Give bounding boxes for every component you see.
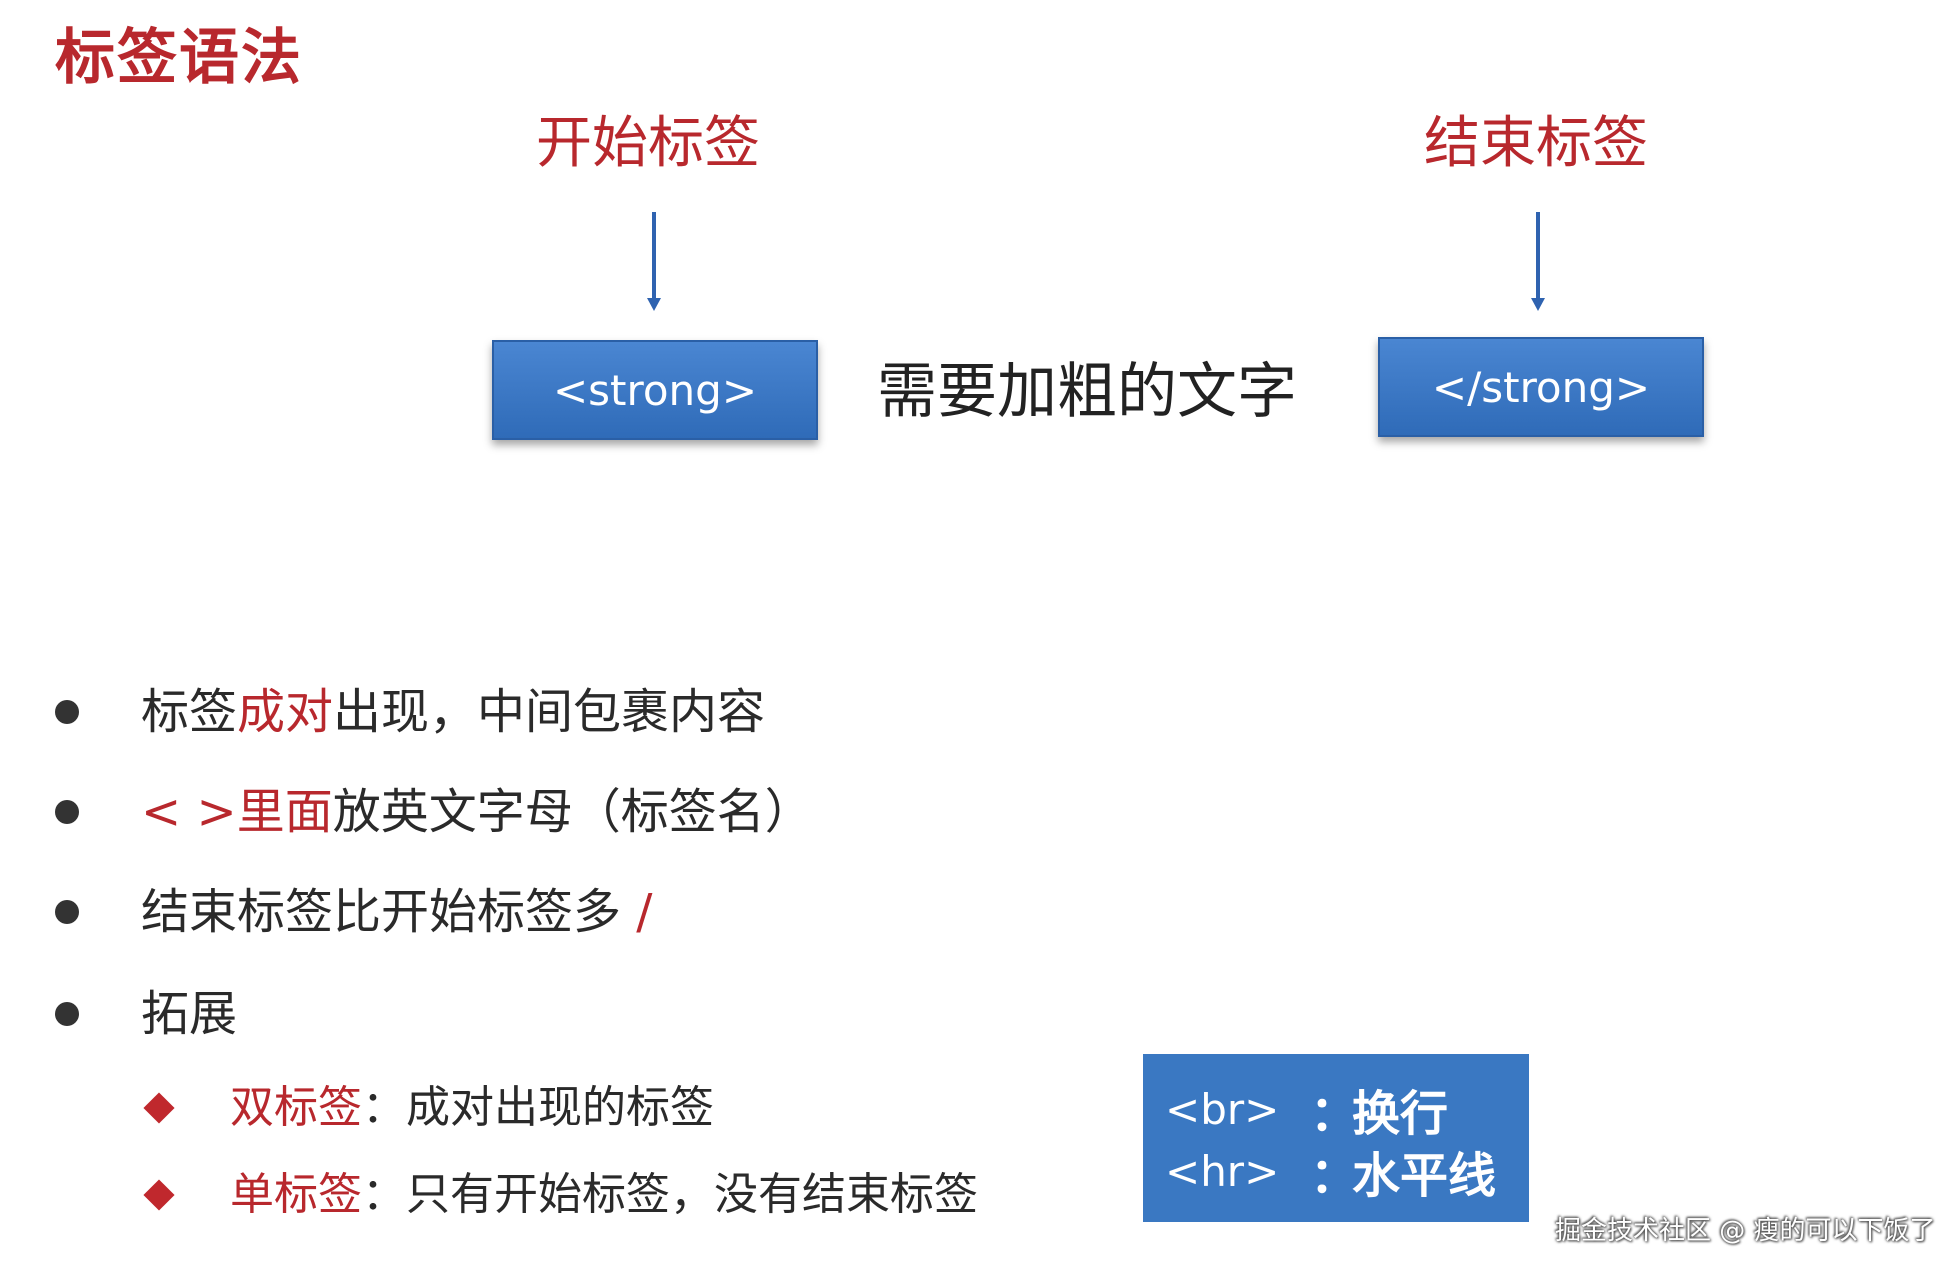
bullet-item: 拓展 (55, 990, 237, 1038)
down-arrow-icon (1531, 212, 1545, 311)
hr-tag: <hr> (1165, 1146, 1280, 1196)
single-tag-examples-box: <br> ： 换行 <hr> ： 水平线 (1143, 1054, 1529, 1222)
bullet-item: 标签成对出现，中间包裹内容 (55, 688, 765, 736)
bullet-dot-icon (55, 900, 79, 924)
bullet-highlight: / (636, 884, 653, 940)
bullet-item: 结束标签比开始标签多 / (55, 888, 652, 936)
slide-title: 标签语法 (55, 23, 303, 93)
bullet-item: < >里面放英文字母（标签名） (55, 788, 813, 836)
sub-bullet-text: ：只有开始标签，没有结束标签 (362, 1169, 978, 1220)
content-text: 需要加粗的文字 (877, 357, 1297, 427)
hr-description: 水平线 (1352, 1148, 1497, 1204)
bullet-dot-icon (55, 800, 79, 824)
close-tag-caption: 结束标签 (1424, 111, 1648, 176)
hr-example: <hr> ： 水平线 (1165, 1140, 1507, 1205)
sub-bullet-highlight: 双标签 (230, 1082, 362, 1133)
bullet-text: 放英文字母（标签名） (332, 784, 813, 840)
colon: ： (1310, 1086, 1359, 1142)
diamond-bullet-icon (143, 1179, 175, 1211)
bullet-text: 结束标签比开始标签多 (141, 884, 637, 940)
sub-bullet-highlight: 单标签 (230, 1169, 362, 1220)
bullet-dot-icon (55, 1002, 79, 1026)
bullet-text: 标签 (141, 684, 238, 740)
bullet-highlight: < >里面 (141, 784, 333, 840)
close-tag-box: </strong> (1378, 337, 1704, 437)
open-tag-box: <strong> (492, 340, 818, 440)
bullet-text: 拓展 (141, 986, 238, 1042)
sub-bullet-text: ：成对出现的标签 (362, 1082, 714, 1133)
bullet-highlight: 成对 (237, 684, 334, 740)
sub-bullet-item: 单标签：只有开始标签，没有结束标签 (143, 1169, 978, 1220)
br-description: 换行 (1352, 1086, 1449, 1142)
br-example: <br> ： 换行 (1165, 1078, 1507, 1143)
colon: ： (1310, 1148, 1359, 1204)
open-tag-caption: 开始标签 (536, 111, 760, 176)
diamond-bullet-icon (143, 1092, 175, 1124)
down-arrow-icon (647, 212, 661, 311)
bullet-text: 出现，中间包裹内容 (333, 684, 766, 740)
sub-bullet-item: 双标签：成对出现的标签 (143, 1082, 714, 1133)
watermark: 掘金技术社区 @ 瘦的可以下饭了 (1555, 1216, 1936, 1246)
bullet-dot-icon (55, 700, 79, 724)
br-tag: <br> (1165, 1084, 1280, 1134)
